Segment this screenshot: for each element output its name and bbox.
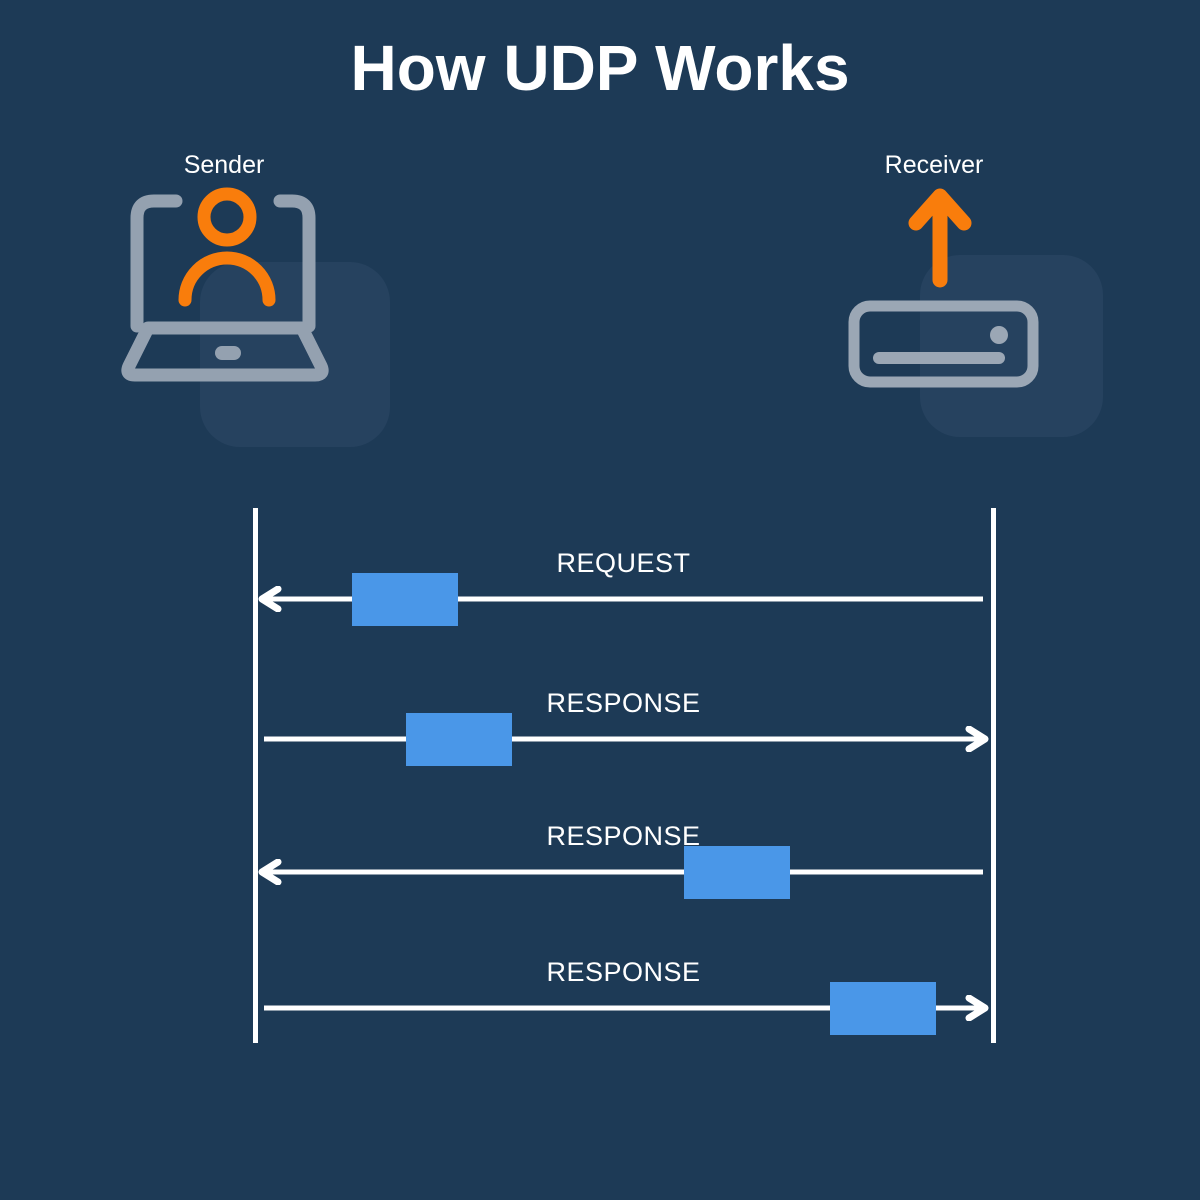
arrowhead-right-icon <box>965 995 989 1021</box>
message-label: RESPONSE <box>546 821 701 851</box>
message-label: RESPONSE <box>546 957 701 987</box>
receiver-label: Receiver <box>884 151 984 179</box>
receiver-lifeline <box>991 508 996 1043</box>
laptop-icon <box>121 194 329 382</box>
laptop-user-icon <box>121 187 390 447</box>
packet <box>352 573 458 626</box>
sender-panel-shape <box>200 262 390 447</box>
arrowhead-left-icon <box>258 586 282 612</box>
packet <box>830 982 936 1035</box>
packet <box>406 713 512 766</box>
laptop-trackpad-shape <box>215 346 241 360</box>
packet <box>684 846 790 899</box>
receiver-panel-shape <box>920 255 1103 437</box>
message-arrow <box>264 726 989 752</box>
message-label: REQUEST <box>556 548 691 578</box>
page-title: How UDP Works <box>350 32 850 104</box>
arrowhead-left-icon <box>258 859 282 885</box>
user-icon <box>178 187 276 307</box>
sender-label: Sender <box>183 151 265 179</box>
upload-arrow-icon <box>908 188 972 288</box>
router-upload-arrow-icon <box>848 188 1103 437</box>
sender-lifeline <box>253 508 258 1043</box>
message-label: RESPONSE <box>546 688 701 718</box>
arrowhead-right-icon <box>965 726 989 752</box>
message-arrow <box>258 859 983 885</box>
router-icon <box>848 300 1039 388</box>
